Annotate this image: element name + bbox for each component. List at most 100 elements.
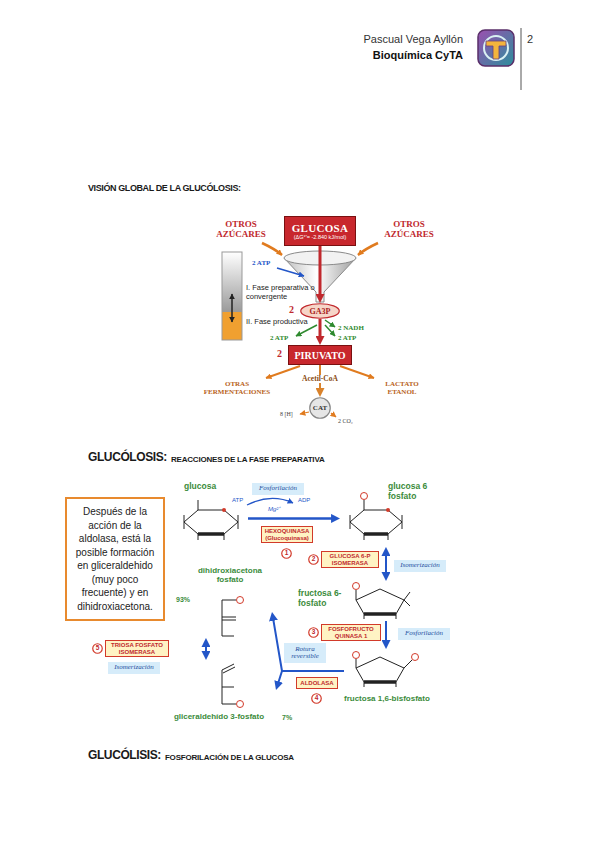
sugar-inflow-arrow: [358, 243, 378, 255]
section-heading: GLUCÓLISIS:: [88, 749, 161, 763]
cofactor-arrow: [325, 325, 335, 336]
note-box: Después de la acción de la aldolasa, est…: [65, 497, 165, 621]
percentage: 7%: [282, 714, 292, 722]
fate-label: OTRAS FERMENTACIONES: [198, 380, 276, 396]
enzyme-box: TRIOSA FOSFATO ISOMERASA: [105, 640, 169, 657]
molecule-structure: [222, 600, 236, 636]
source-label: OTROS AZÚCARES: [380, 219, 438, 239]
enzyme-box-text: TRIOSA FOSFATO ISOMERASA: [107, 642, 167, 655]
source-label: OTROS AZÚCARES: [212, 219, 270, 239]
callout-number-text: 3: [312, 629, 316, 636]
reaction-arrow: [248, 517, 336, 520]
molecule-structure: [184, 510, 238, 534]
fate-arrow: [266, 366, 300, 378]
molecule: fructosa 6- fosfato: [296, 581, 416, 621]
cofactor-label: ATP: [232, 497, 243, 504]
enzyme-box-text: GLUCOSA 6-P ISOMERASA: [323, 553, 377, 566]
enzyme-box: HEXOQUINASA (Glucoquinasa): [261, 526, 313, 543]
process-tag: Fosforilación: [252, 483, 304, 495]
cofactor-label: Mg²⁺: [268, 506, 280, 513]
process-tag-text: Isomerización: [114, 664, 154, 671]
stoichiometry: 2: [277, 348, 282, 359]
molecule-structure: [222, 664, 236, 704]
callout-number-outline: [312, 694, 322, 704]
molecule-structure: [356, 590, 410, 619]
molecule-structure: [350, 500, 402, 540]
callout-number-text: 4: [315, 695, 319, 702]
molecule-structure: [386, 508, 390, 512]
cycle-circle-outline: [310, 398, 331, 419]
molecule: glucosa: [172, 481, 248, 549]
callout-number-outline: [93, 644, 103, 654]
molecule-text: gliceraldehído 3-fosfato: [162, 712, 276, 721]
molecule-structure: [350, 510, 402, 534]
process-tag: Fosforilación: [398, 628, 450, 640]
logo: [486, 41, 506, 59]
edge-label: Acetil-CoA: [301, 375, 339, 384]
cycle-circle: CAT: [309, 397, 331, 419]
callout-number-outline: [282, 549, 292, 559]
molecule-structure: [412, 654, 419, 661]
enzyme-box-text: FOSFOFRUCTO QUINASA 1: [323, 626, 379, 639]
product-label: 8 [H]: [280, 411, 293, 417]
process-tag: Isomerización: [108, 662, 160, 674]
enzyme-box-text: ALDOLASA: [300, 680, 333, 687]
molecule-structure: [184, 500, 238, 540]
enzyme-box: GLUCOSA 6-P ISOMERASA: [321, 551, 379, 568]
section-heading: FOSFORILACIÓN DE LA GLUCOSA: [165, 753, 294, 762]
callout-number: 3: [308, 627, 319, 638]
molecule-structure: [356, 659, 412, 687]
molecule: dihidroxiacetona fosfato: [188, 566, 272, 638]
molecule-structure: [364, 680, 396, 684]
molecule: fructosa 1,6-bisfosfato: [344, 649, 454, 707]
process-tag-text: Rotura reversible: [286, 646, 324, 661]
process-tag: Rotura reversible: [284, 643, 326, 663]
molecule-structure: [353, 652, 360, 659]
cofactor-label: 2 ATP: [338, 334, 356, 342]
molecule-structure: [364, 612, 396, 616]
callout-number-text: 2: [312, 556, 316, 563]
phase-label: I. Fase preparativa o convergente: [246, 284, 316, 301]
cofactor-label: 2 NADH: [338, 324, 364, 332]
intermediate-oval-outline: [301, 304, 340, 319]
callout-number: 2: [308, 554, 319, 565]
reaction-arrow: [319, 319, 322, 341]
callout-number-outline: [309, 555, 319, 565]
callout-number: 5: [92, 643, 103, 654]
reaction-arrow: [205, 642, 207, 656]
molecule-text: dihidroxiacetona fosfato: [188, 566, 272, 584]
enzyme-box: FOSFOFRUCTO QUINASA 1: [321, 624, 381, 641]
molecule-structure: [356, 589, 404, 614]
fate-arrow: [266, 366, 374, 417]
cofactor-label: 2 ATP: [252, 259, 270, 267]
cofactor-arrow: [277, 268, 304, 276]
fate-arrow: [300, 412, 309, 414]
callout-number-outline: [309, 628, 319, 638]
molecule-text: fructosa 6- fosfato: [298, 589, 348, 609]
enzyme-box: ALDOLASA: [296, 677, 338, 689]
logo: [484, 36, 508, 60]
author-name: Pascual Vega Ayllón: [340, 33, 463, 46]
cycle-circle-text: CAT: [313, 404, 327, 412]
molecule-structure: [356, 657, 404, 682]
cofactor-arrow: [247, 498, 293, 505]
reaction-arrow: [319, 246, 322, 299]
cofactor-arrow: [296, 325, 317, 336]
molecule: glucosa 6 fosfato: [340, 481, 434, 547]
header-rule: [521, 28, 522, 90]
molecule-structure: [184, 493, 419, 708]
page-number: 2: [527, 33, 533, 46]
sugar-inflow-arrow: [262, 243, 282, 255]
molecule-structure: [222, 508, 226, 512]
enzyme-box-text: HEXOQUINASA (Glucoquinasa): [263, 528, 311, 541]
cofactor-label: 2 ATP: [270, 334, 288, 342]
substrate-box-text: GLUCOSA: [292, 222, 349, 234]
fate-arrow: [331, 413, 336, 417]
cofactor-label: ADP: [298, 497, 310, 504]
molecule-text: glucosa 6 fosfato: [388, 482, 434, 502]
substrate-box-text: (ΔG°'= -2.840 kJ/mol): [294, 234, 347, 240]
molecule-structure: [353, 583, 360, 590]
product-box-text: PIRUVATO: [294, 350, 345, 361]
process-tag-text: Fosforilación: [405, 630, 443, 637]
